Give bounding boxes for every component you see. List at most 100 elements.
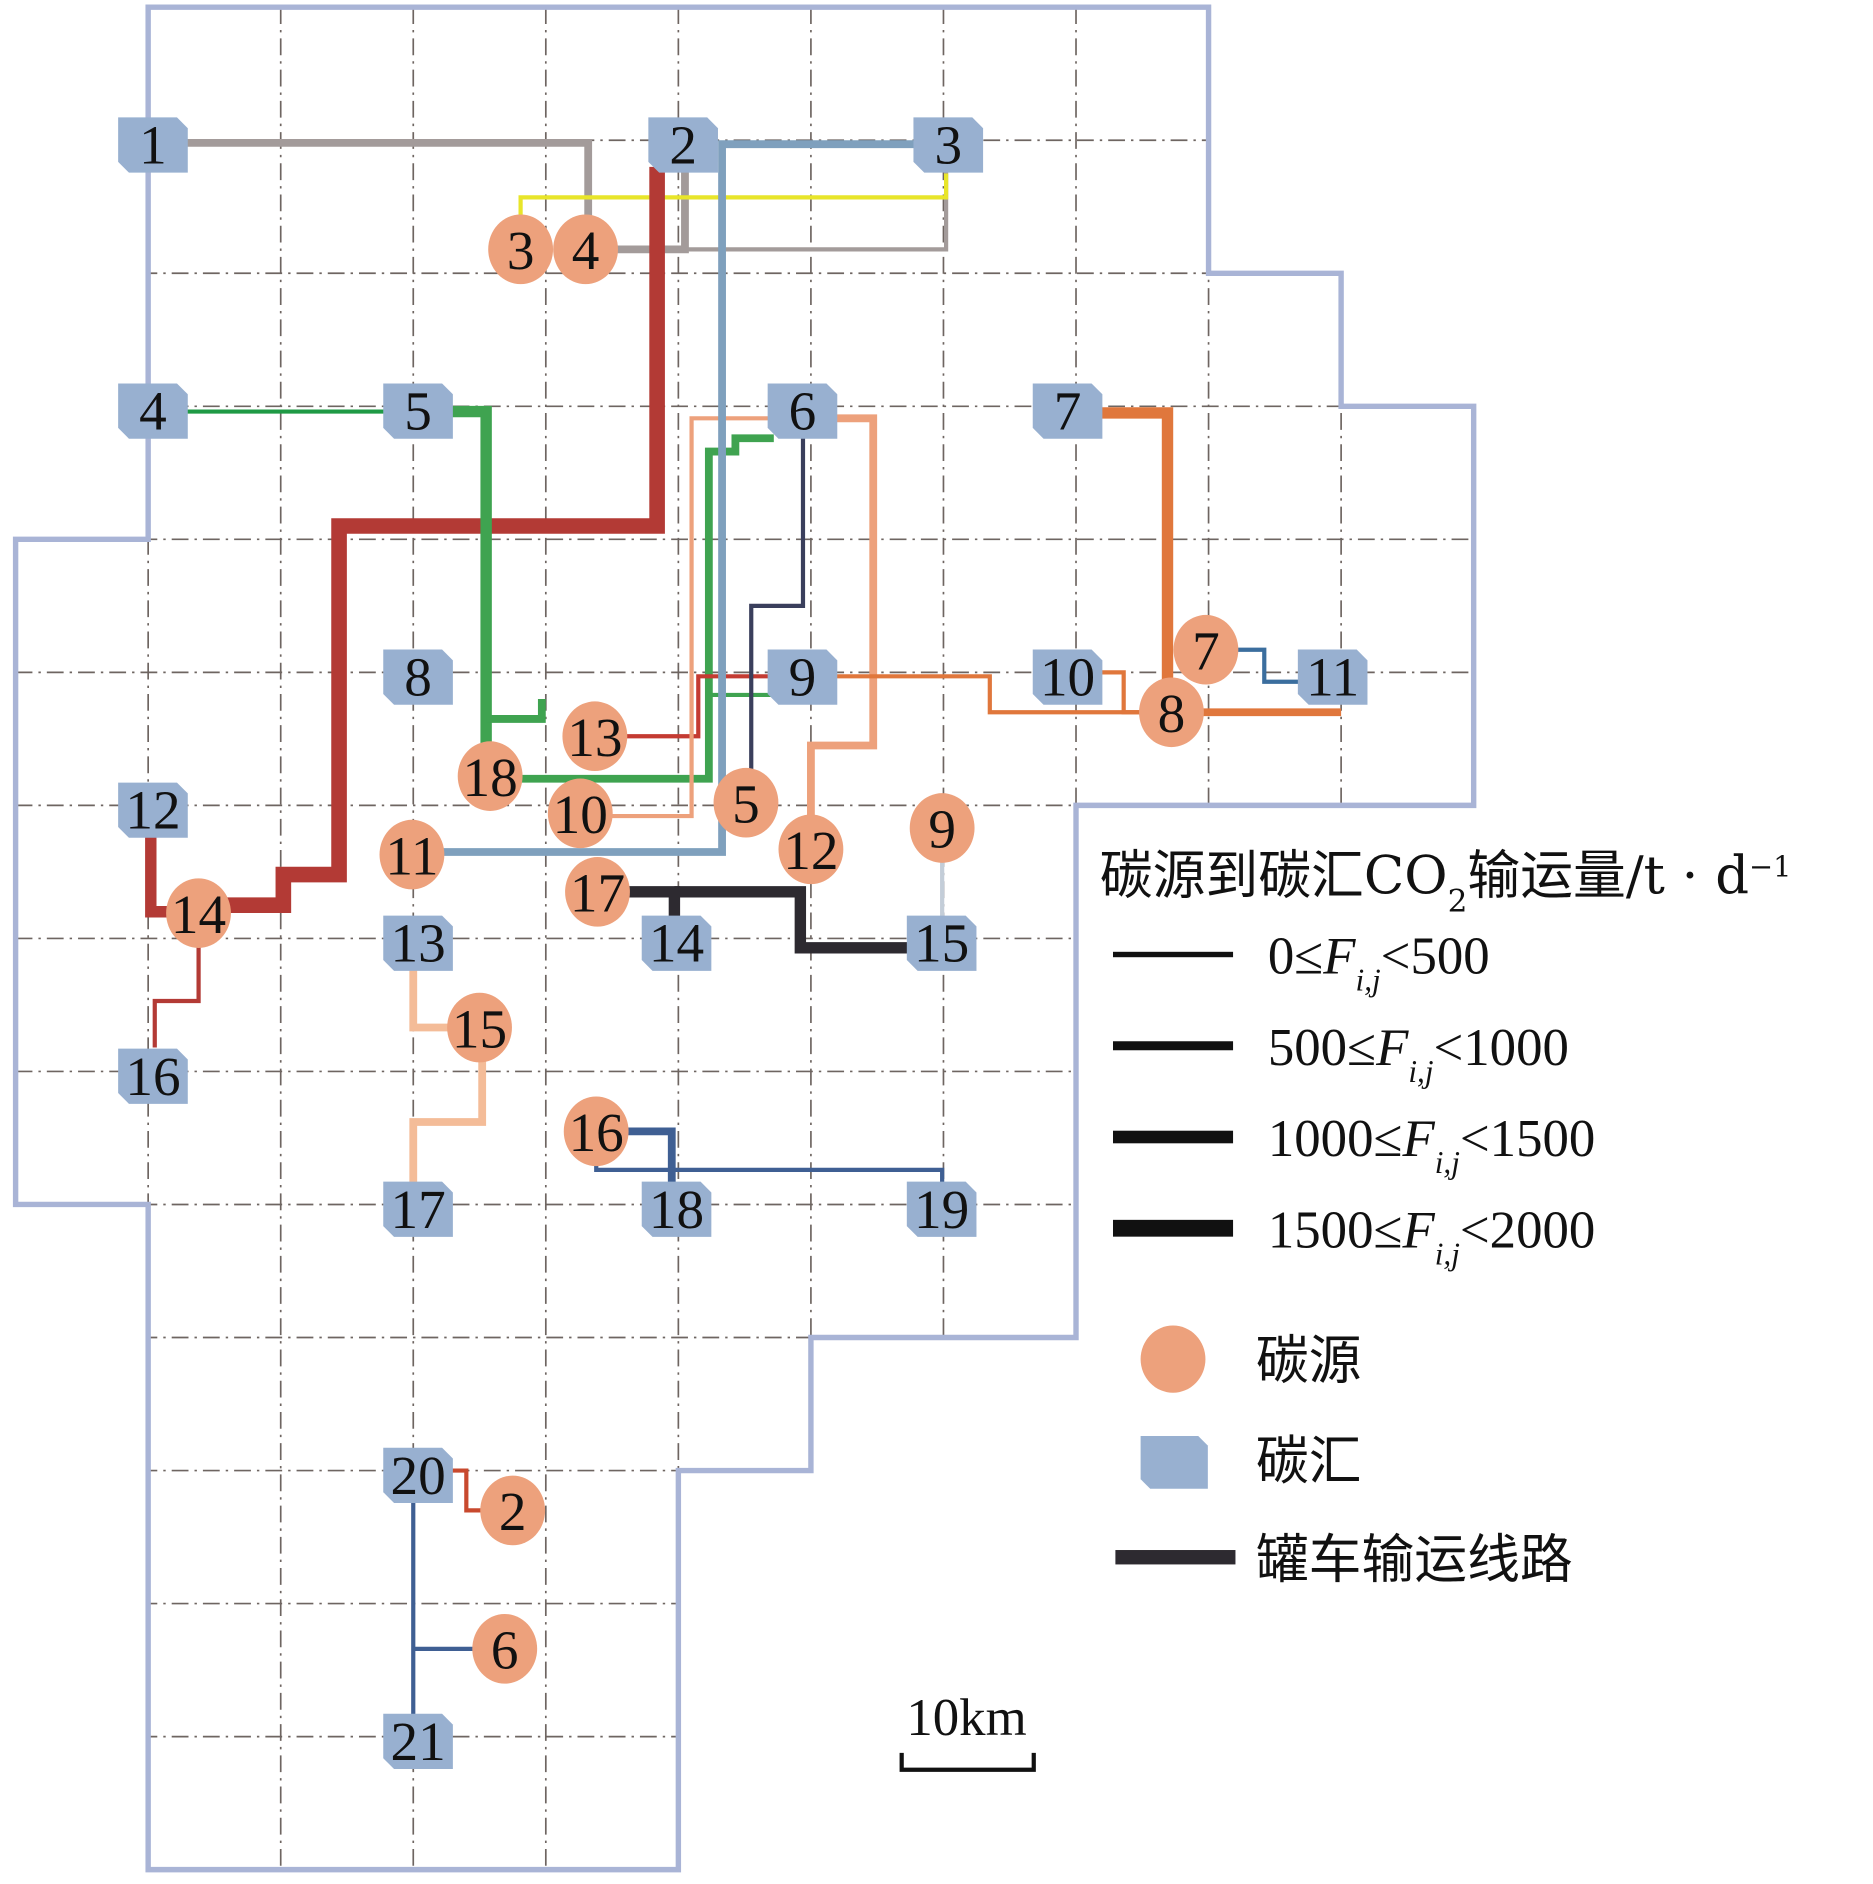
source-8: 8 bbox=[1139, 677, 1204, 748]
source-marker bbox=[488, 214, 554, 285]
source-label: 15 bbox=[452, 998, 507, 1059]
route-sink-9-to-source-8 bbox=[824, 674, 1149, 715]
legend-flow-line-1 bbox=[1112, 951, 1234, 958]
source-label: 16 bbox=[569, 1102, 624, 1163]
sink-marker bbox=[913, 117, 984, 173]
sink-marker bbox=[118, 1048, 188, 1104]
route-sink-6-to-source-12 bbox=[807, 414, 878, 826]
sink-17: 17 bbox=[383, 1179, 453, 1240]
sink-label: 13 bbox=[390, 913, 445, 974]
source-marker bbox=[1173, 614, 1239, 685]
legend-flow-line-2 bbox=[1112, 1041, 1234, 1051]
legend-flow-classes: 0≤Fi,j<500 500≤Fi,j<1000 1000≤Fi,j<1500 150… bbox=[1112, 928, 1595, 1271]
boundary-outline bbox=[12, 4, 1477, 1873]
sink-8: 8 bbox=[383, 647, 453, 708]
source-marker bbox=[472, 1613, 538, 1684]
legend-flow-label-2: 500≤Fi,j<1000 bbox=[1268, 1019, 1569, 1089]
source-label: 18 bbox=[463, 747, 518, 808]
sink-label: 7 bbox=[1054, 381, 1082, 442]
sink-21: 21 bbox=[383, 1711, 453, 1772]
sink-marker bbox=[648, 117, 718, 173]
source-marker bbox=[447, 992, 512, 1063]
source-label: 12 bbox=[783, 820, 838, 881]
sink-label: 17 bbox=[390, 1179, 445, 1240]
source-label: 11 bbox=[385, 825, 438, 886]
sink-label: 5 bbox=[404, 381, 432, 442]
source-15: 15 bbox=[447, 992, 512, 1063]
route-sink-3-to-source-11 bbox=[435, 140, 924, 856]
source-label: 13 bbox=[567, 707, 622, 768]
legend-sink-label: 碳汇 bbox=[1256, 1431, 1362, 1492]
route-source-16-to-sink-18 bbox=[620, 1127, 676, 1185]
sink-label: 11 bbox=[1306, 647, 1359, 708]
source-marker bbox=[379, 819, 445, 890]
legend-source-label: 碳源 bbox=[1256, 1330, 1362, 1391]
sink-10: 10 bbox=[1032, 647, 1103, 708]
sink-label: 15 bbox=[914, 913, 969, 974]
sink-2: 2 bbox=[648, 115, 718, 176]
source-label: 3 bbox=[507, 220, 535, 281]
source-7: 7 bbox=[1173, 614, 1239, 685]
route-source-18-to-sink-8 bbox=[486, 699, 546, 723]
sink-15: 15 bbox=[906, 913, 977, 974]
sink-label: 12 bbox=[125, 780, 180, 841]
source-marker bbox=[909, 793, 975, 863]
sink-marker bbox=[1032, 649, 1103, 705]
source-label: 2 bbox=[499, 1481, 527, 1542]
sink-label: 10 bbox=[1040, 647, 1095, 708]
sink-marker bbox=[118, 782, 188, 838]
sink-label: 20 bbox=[390, 1445, 445, 1506]
source-marker bbox=[778, 814, 844, 885]
sink-13: 13 bbox=[383, 913, 453, 974]
source-label: 10 bbox=[553, 784, 608, 845]
source-marker bbox=[480, 1475, 546, 1546]
sink-marker bbox=[641, 1181, 712, 1237]
source-11: 11 bbox=[379, 819, 445, 890]
sink-marker bbox=[383, 1447, 453, 1503]
legend-title: 碳源到碳汇CO2输运量/t · d−1 bbox=[1100, 845, 1792, 919]
legend-flow-label-4: 1500≤Fi,j<2000 bbox=[1268, 1201, 1595, 1271]
source-6: 6 bbox=[472, 1613, 538, 1684]
scale-bar-label: 10km bbox=[906, 1689, 1026, 1747]
sink-18: 18 bbox=[641, 1179, 712, 1240]
sink-label: 21 bbox=[390, 1711, 445, 1772]
source-9: 9 bbox=[909, 793, 975, 863]
source-marker bbox=[563, 1096, 629, 1167]
source-marker bbox=[547, 778, 613, 849]
sink-marker bbox=[383, 1181, 453, 1237]
sink-6: 6 bbox=[767, 381, 838, 442]
sink-label: 18 bbox=[649, 1179, 704, 1240]
route-sink-7-to-source-8 bbox=[1089, 407, 1174, 693]
sink-label: 1 bbox=[139, 115, 167, 176]
study-area-boundary bbox=[12, 4, 1477, 1873]
route-source-15-to-sink-17 bbox=[409, 1052, 487, 1185]
sink-3: 3 bbox=[913, 115, 984, 176]
legend-flow-line-3 bbox=[1112, 1130, 1234, 1144]
route-sink-13-to-source-15 bbox=[409, 960, 457, 1032]
source-17: 17 bbox=[565, 857, 630, 927]
sink-marker bbox=[1032, 383, 1103, 439]
route-source-17-to-sink-15 bbox=[674, 886, 917, 954]
sink-label: 3 bbox=[934, 115, 962, 176]
source-12: 12 bbox=[778, 814, 844, 885]
source-label: 6 bbox=[491, 1620, 519, 1681]
source-marker bbox=[166, 878, 231, 948]
legend-flow-label-1: 0≤Fi,j<500 bbox=[1268, 928, 1490, 998]
scale-bar: 10km bbox=[899, 1689, 1036, 1772]
legend-flow-label-3: 1000≤Fi,j<1500 bbox=[1268, 1110, 1595, 1180]
sink-marker bbox=[383, 649, 453, 705]
sink-12: 12 bbox=[118, 780, 188, 841]
sink-label: 4 bbox=[139, 381, 167, 442]
route-sink-2-to-source-14 bbox=[221, 166, 665, 913]
sink-7: 7 bbox=[1032, 381, 1103, 442]
route-source-18-to-sink-6 bbox=[513, 434, 774, 783]
sink-marker bbox=[767, 383, 838, 439]
route-source-4-to-sink-1 bbox=[181, 138, 593, 227]
sink-20: 20 bbox=[383, 1445, 453, 1506]
sink-label: 16 bbox=[125, 1046, 180, 1107]
sink-1: 1 bbox=[118, 115, 188, 176]
route-source-3-to-sink-3 bbox=[518, 173, 949, 227]
